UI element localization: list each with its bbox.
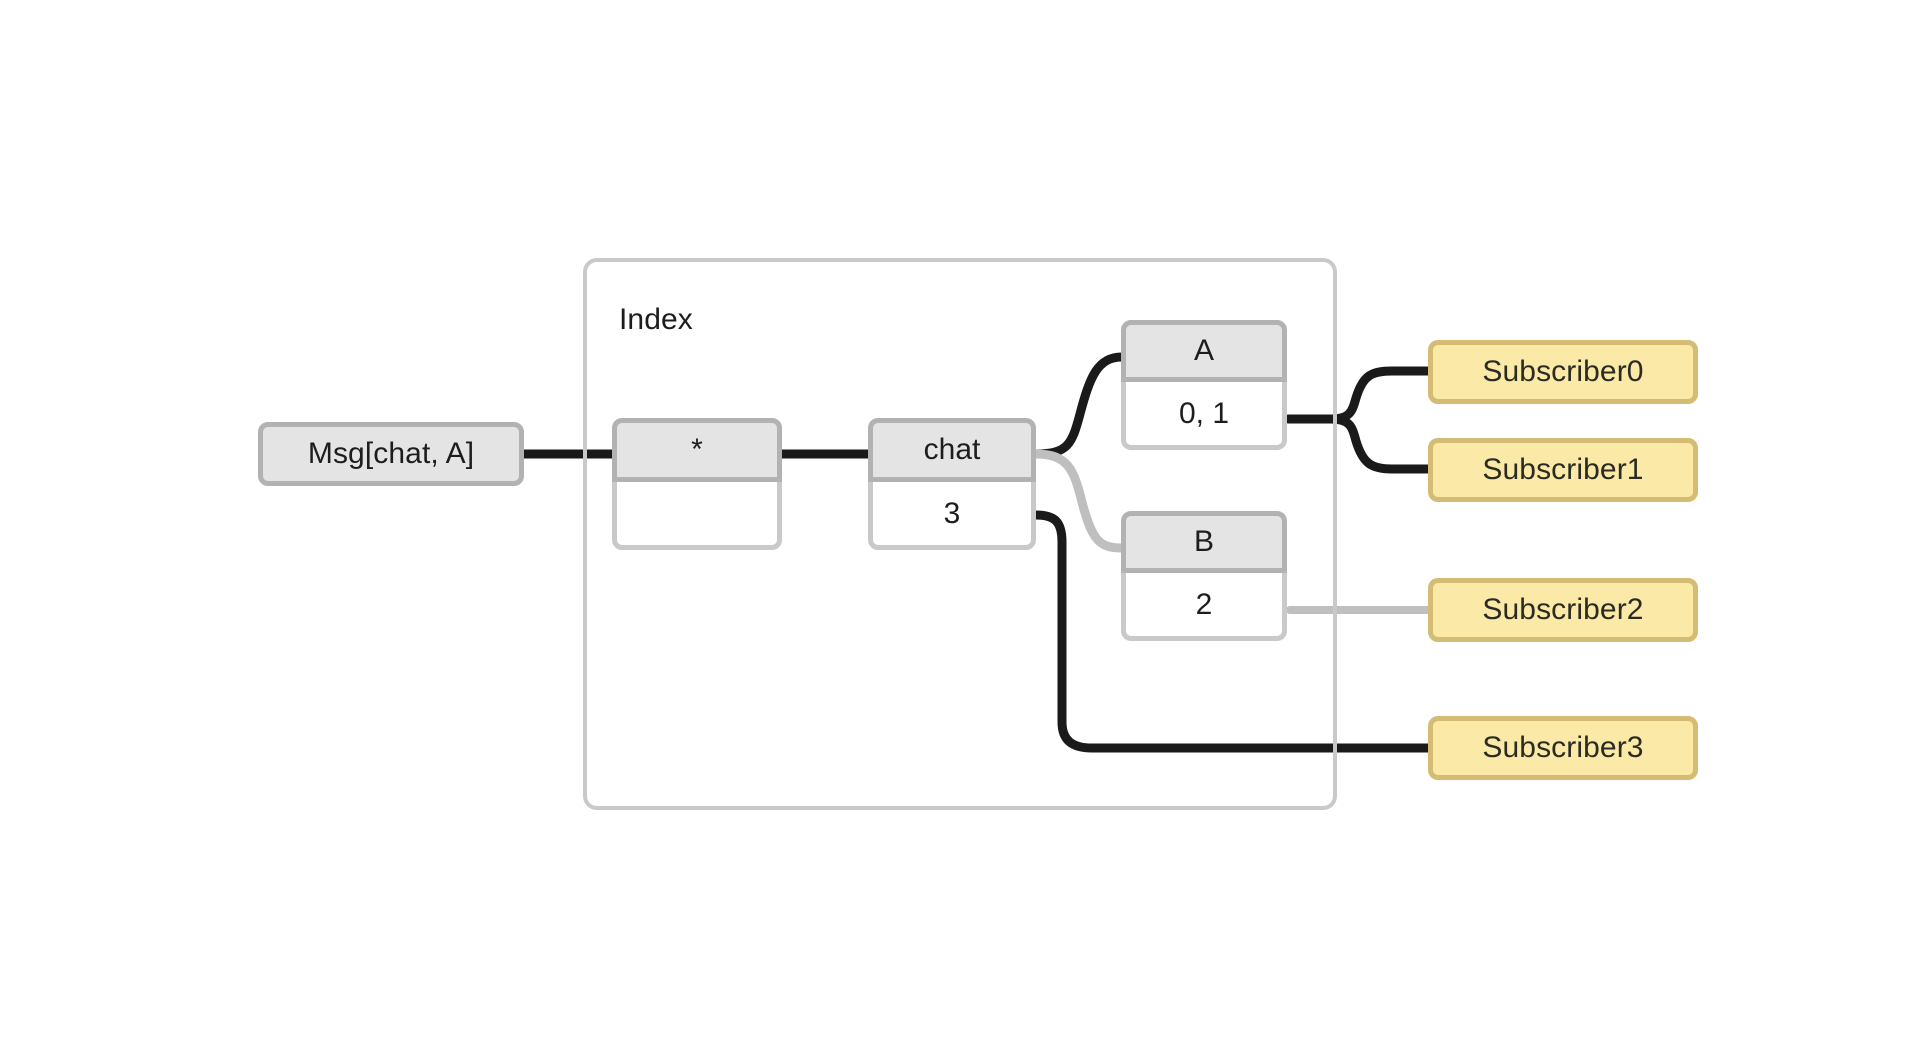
node-topic-a-body: 0, 1 — [1121, 382, 1287, 450]
edge-topic-a-to-subscriber0 — [1325, 366, 1433, 424]
node-chat[interactable]: chat 3 — [868, 418, 1036, 550]
edge-chat-to-topic-a — [1031, 352, 1127, 459]
subscriber-1[interactable]: Subscriber1 — [1428, 438, 1698, 502]
subscriber-3[interactable]: Subscriber3 — [1428, 716, 1698, 780]
index-container — [583, 258, 1337, 810]
node-wildcard-body — [612, 482, 782, 550]
node-topic-b-head: B — [1121, 511, 1287, 573]
node-topic-a[interactable]: A 0, 1 — [1121, 320, 1287, 450]
edge-chat-to-topic-b — [1031, 449, 1127, 553]
node-chat-body: 3 — [868, 482, 1036, 550]
node-topic-b-body: 2 — [1121, 573, 1287, 641]
node-wildcard[interactable]: * — [612, 418, 782, 550]
edge-chat-to-subscriber3 — [1031, 510, 1433, 753]
node-topic-a-head: A — [1121, 320, 1287, 382]
subscriber-2[interactable]: Subscriber2 — [1428, 578, 1698, 642]
node-chat-head: chat — [868, 418, 1036, 482]
edge-topic-a-to-subscriber1 — [1325, 414, 1433, 474]
index-container-label: Index — [619, 303, 693, 336]
message-node[interactable]: Msg[chat, A] — [258, 422, 524, 486]
node-wildcard-head: * — [612, 418, 782, 482]
node-topic-b[interactable]: B 2 — [1121, 511, 1287, 641]
subscriber-0[interactable]: Subscriber0 — [1428, 340, 1698, 404]
